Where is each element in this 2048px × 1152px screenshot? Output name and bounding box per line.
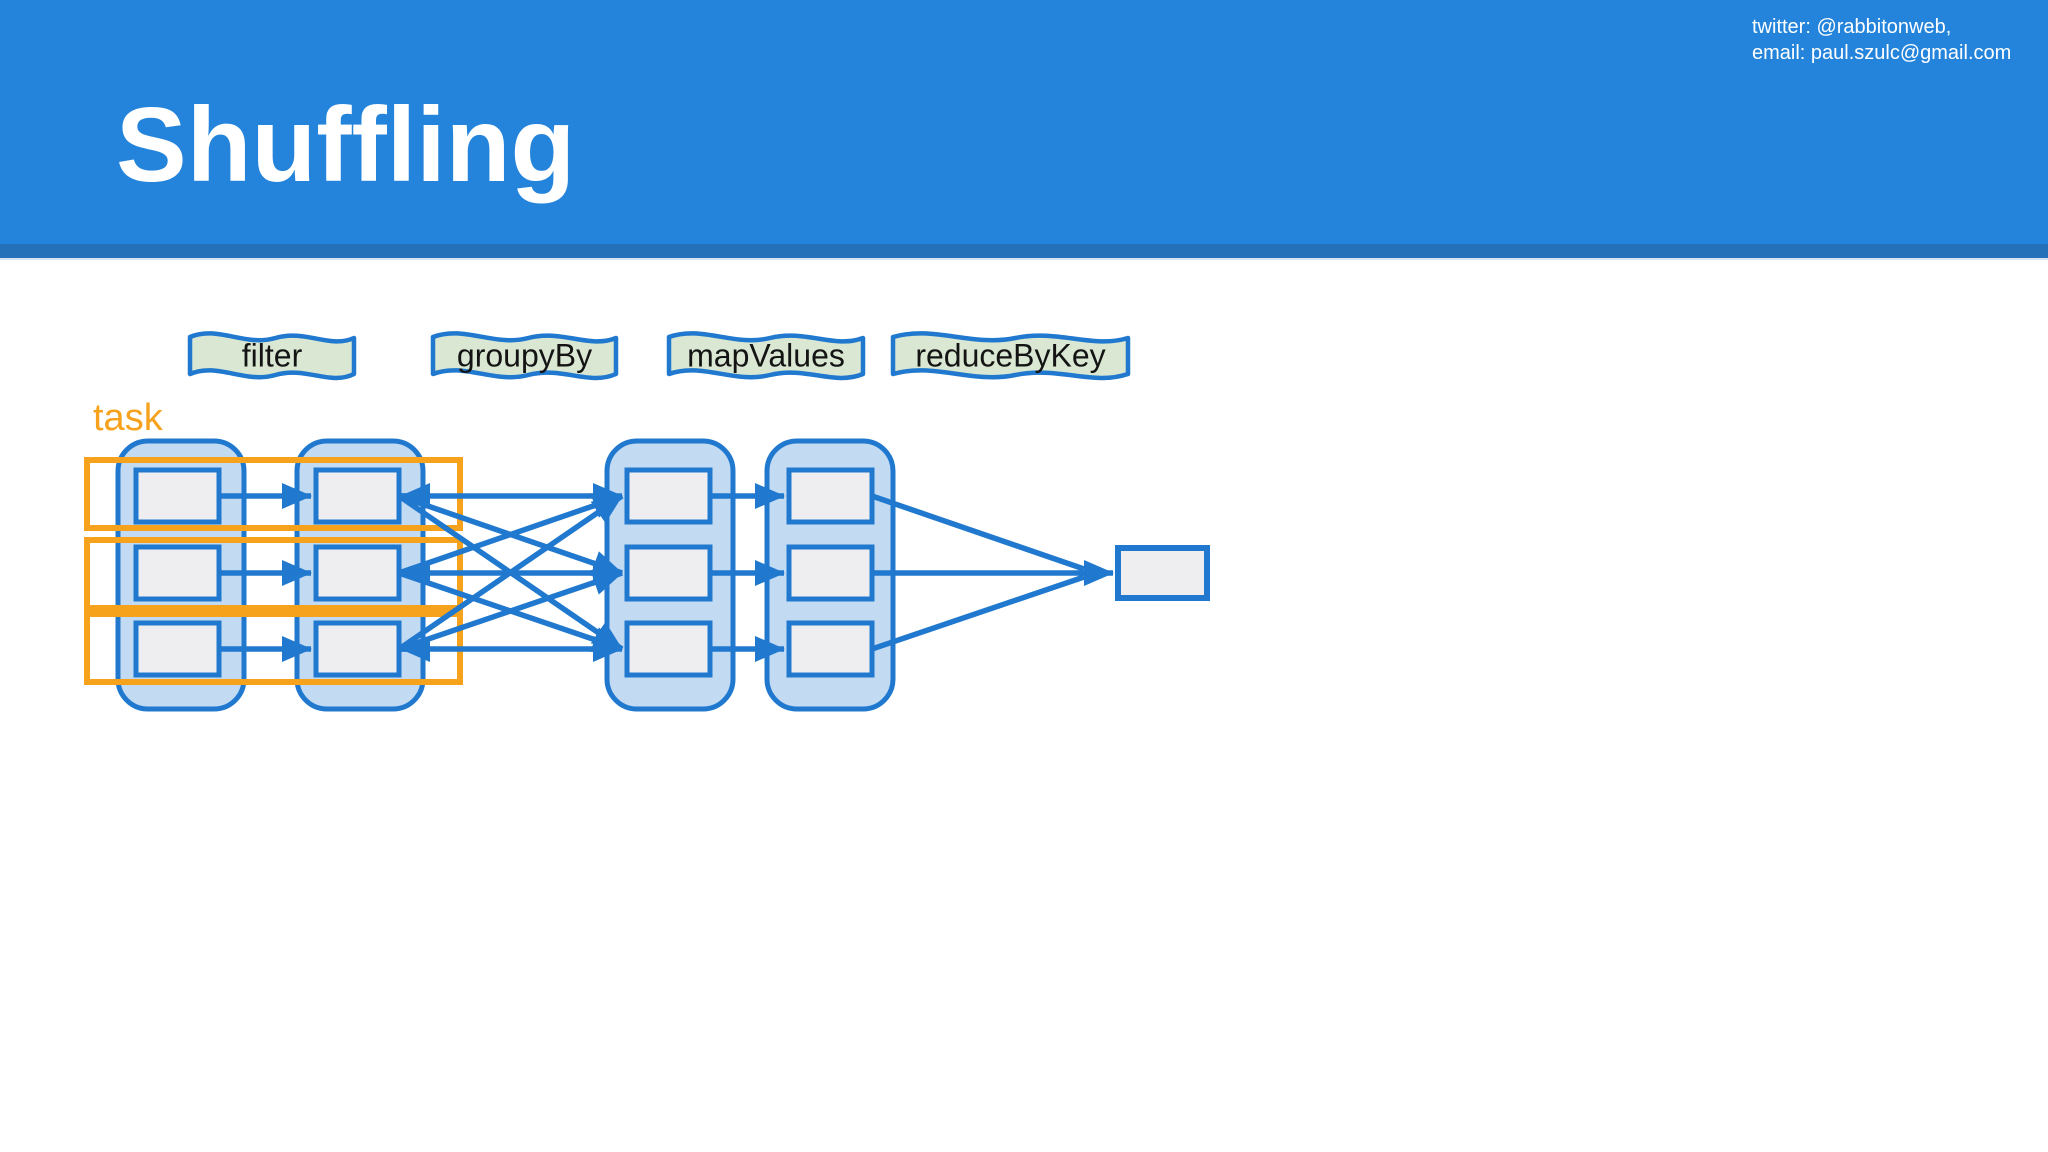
partition-box-stage-2-mapped-r1 bbox=[786, 467, 875, 525]
partition-box-stage-2-mapped-r2 bbox=[786, 544, 875, 602]
partition-box-stage-1-filtered-r1 bbox=[313, 467, 402, 525]
partition-box-stage-2-grouped-r3 bbox=[624, 620, 713, 678]
shuffle-arrow-r2-r1 bbox=[398, 493, 623, 576]
collect-line-r3 bbox=[871, 574, 1085, 652]
operation-label-shape-mapValues bbox=[666, 331, 866, 381]
partition-box-stage-1-filtered-r2 bbox=[313, 544, 402, 602]
contact-twitter: twitter: @rabbitonweb, bbox=[1752, 16, 1952, 38]
operation-label-groupyBy: groupyBy bbox=[430, 331, 619, 381]
slide-title: Shuffling bbox=[116, 86, 576, 204]
operation-label-shape-filter bbox=[187, 331, 357, 381]
contact-email: email: paul.szulc@gmail.com bbox=[1752, 42, 2012, 64]
operation-label-text-groupyBy: groupyBy bbox=[457, 338, 592, 374]
task-label: task bbox=[93, 397, 163, 439]
operation-label-reduceByKey: reduceByKey bbox=[890, 331, 1131, 381]
operation-label-filter: filter bbox=[187, 331, 357, 381]
shuffle-arrow-r3-r2 bbox=[398, 570, 623, 652]
contact-info: twitter: @rabbitonweb, email: paul.szulc… bbox=[1752, 14, 2011, 66]
partition-box-stage-1-filtered-r3 bbox=[313, 620, 402, 678]
partition-box-stage-2-grouped-r2 bbox=[624, 544, 713, 602]
result-box bbox=[1115, 545, 1210, 601]
collect-line-r1 bbox=[871, 493, 1085, 572]
operation-label-shape-reduceByKey bbox=[890, 331, 1131, 381]
operation-label-text-mapValues: mapValues bbox=[687, 338, 845, 374]
partition-box-stage-1-input-r3 bbox=[133, 620, 222, 678]
partition-box-stage-1-input-r2 bbox=[133, 544, 222, 602]
operation-label-mapValues: mapValues bbox=[666, 331, 866, 381]
operation-label-text-reduceByKey: reduceByKey bbox=[915, 338, 1105, 374]
operation-label-shape-groupyBy bbox=[430, 331, 619, 381]
slide-header: Shuffling twitter: @rabbitonweb, email: … bbox=[0, 0, 2048, 244]
partition-box-stage-2-grouped-r1 bbox=[624, 467, 713, 525]
operation-label-text-filter: filter bbox=[242, 338, 303, 374]
partition-box-stage-1-input-r1 bbox=[133, 467, 222, 525]
header-accent-strip bbox=[0, 244, 2048, 260]
partition-box-stage-2-mapped-r3 bbox=[786, 620, 875, 678]
shuffle-arrow-r3-r1 bbox=[397, 493, 624, 652]
